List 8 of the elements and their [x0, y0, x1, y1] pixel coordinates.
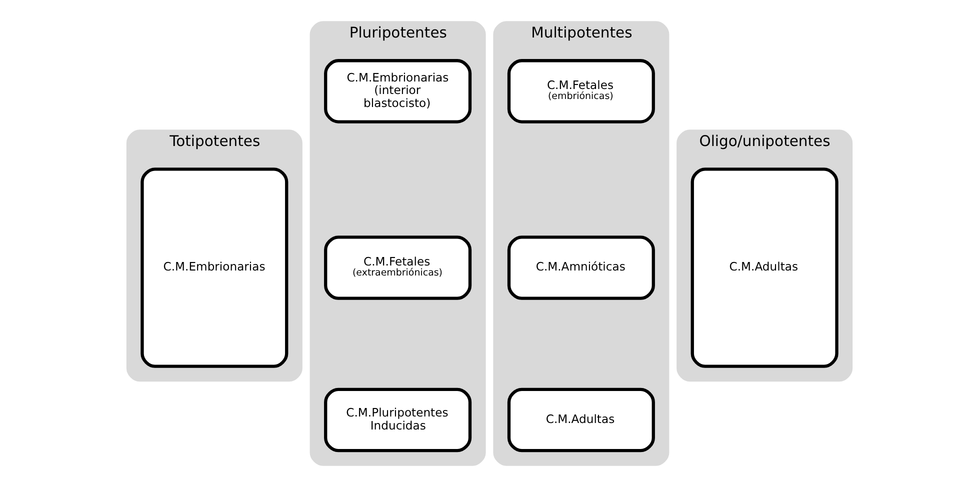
node-box: C.M.Pluripotentes Inducidas [324, 387, 472, 452]
node-box: C.M.Amnióticas [507, 235, 655, 300]
node-box: C.M.Adultas [507, 387, 655, 452]
node-box: C.M.Fetales (embriónicas) [507, 58, 655, 123]
node-box: C.M.Adultas [690, 167, 838, 368]
node-box: C.M.Fetales (extraembriónicas) [324, 235, 472, 300]
node-box: C.M.Embrionarias [140, 167, 288, 368]
node-box: C.M.Embrionarias (interior blastocisto) [324, 58, 472, 123]
